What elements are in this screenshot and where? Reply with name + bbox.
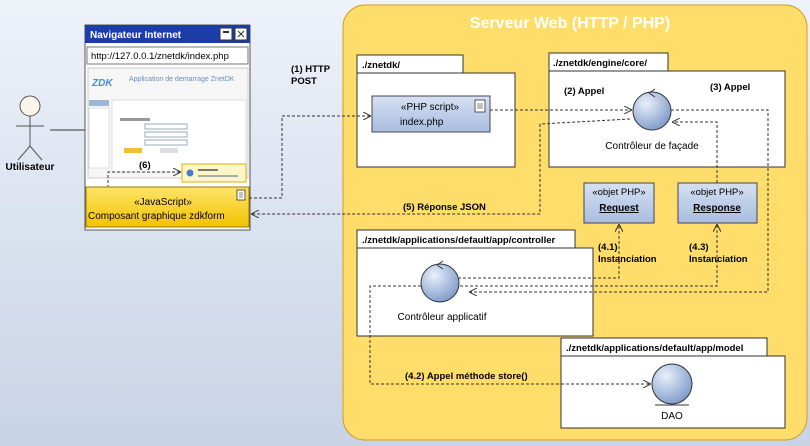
label-step42: (4.2) Appel méthode store() [405, 371, 528, 382]
browser-titlebar [85, 25, 250, 43]
zdk-logo: ZDK [91, 78, 113, 89]
stick-figure-icon [19, 95, 41, 117]
label-step2: (2) Appel [564, 86, 604, 97]
page-thumbnail: ZDK Application de demarrage ZnetDK [87, 67, 249, 183]
label-step43-b: Instanciation [689, 254, 748, 265]
package-znetdk: ./znetdk/ «PHP script» index.php [356, 54, 516, 168]
step6-label: (6) [139, 160, 151, 171]
maximize-icon[interactable] [219, 27, 233, 41]
arrow-step6 [107, 172, 180, 188]
label-step5: (5) Réponse JSON [403, 202, 486, 213]
notification-thumb [181, 163, 247, 183]
dao-label: DAO [661, 411, 683, 422]
response-object: «objet PHP» Response [677, 182, 758, 224]
package-core: ./znetdk/engine/core/ Contrôleur de faça… [548, 52, 786, 168]
browser-title: Navigateur Internet [90, 30, 182, 41]
index-php-component [371, 95, 491, 133]
request-object: «objet PHP» Request [583, 182, 655, 224]
app-title: Application de demarrage ZnetDK [129, 76, 235, 83]
package-model: ./znetdk/applications/default/app/model … [560, 337, 786, 429]
request-name: Request [599, 203, 639, 214]
facade-controller-label: Contrôleur de façade [605, 141, 699, 152]
actor-label: Utilisateur [6, 162, 55, 173]
arrow-facade-response [673, 122, 718, 183]
label-step1-a: (1) HTTP [291, 64, 331, 75]
label-step43-a: (4.3) [689, 242, 709, 253]
arrow-step3 [470, 109, 769, 292]
control-icon-app [420, 260, 460, 303]
response-stereotype: «objet PHP» [690, 187, 743, 198]
control-icon-facade [632, 88, 672, 131]
address-bar[interactable] [86, 46, 249, 65]
package-controller-tab: ./znetdk/applications/default/app/contro… [362, 235, 555, 246]
index-stereotype: «PHP script» [401, 102, 460, 113]
arrows [249, 109, 769, 384]
package-core-tab: ./znetdk/engine/core/ [553, 58, 647, 69]
arrow-step1 [249, 116, 370, 199]
close-icon[interactable] [234, 27, 248, 41]
arrow-labels: (1) HTTP POST (2) Appel (3) Appel (5) Ré… [291, 64, 750, 382]
browser-window: Navigateur Internet http://127.0.0.1/zne… [84, 24, 251, 231]
label-step41-a: (4.1) [598, 242, 618, 253]
arrow-step42 [369, 285, 650, 384]
component-icon [236, 189, 246, 201]
server-title: Serveur Web (HTTP / PHP) [470, 15, 670, 32]
address-url: http://127.0.0.1/znetdk/index.php [91, 51, 229, 62]
label-step1-b: POST [291, 76, 317, 87]
package-controller: ./znetdk/applications/default/app/contro… [356, 229, 594, 337]
entity-icon-dao [651, 363, 693, 406]
index-name: index.php [400, 117, 444, 128]
label-step3: (3) Appel [710, 82, 750, 93]
arrow-step43 [460, 225, 717, 287]
arrow-step41 [458, 225, 619, 279]
actor-utilisateur: Utilisateur [6, 95, 55, 173]
label-step41-b: Instanciation [598, 254, 657, 265]
response-name: Response [693, 203, 741, 214]
js-stereotype: «JavaScript» [134, 197, 192, 208]
document-icon [474, 99, 486, 113]
package-znetdk-tab: ./znetdk/ [362, 60, 400, 71]
request-stereotype: «objet PHP» [592, 187, 645, 198]
package-model-tab: ./znetdk/applications/default/app/model [566, 343, 743, 354]
js-component: «JavaScript» Composant graphique zdkform [85, 186, 250, 228]
app-controller-label: Contrôleur applicatif [398, 312, 487, 323]
js-name: Composant graphique zdkform [88, 211, 225, 222]
arrow-step5 [252, 118, 631, 214]
